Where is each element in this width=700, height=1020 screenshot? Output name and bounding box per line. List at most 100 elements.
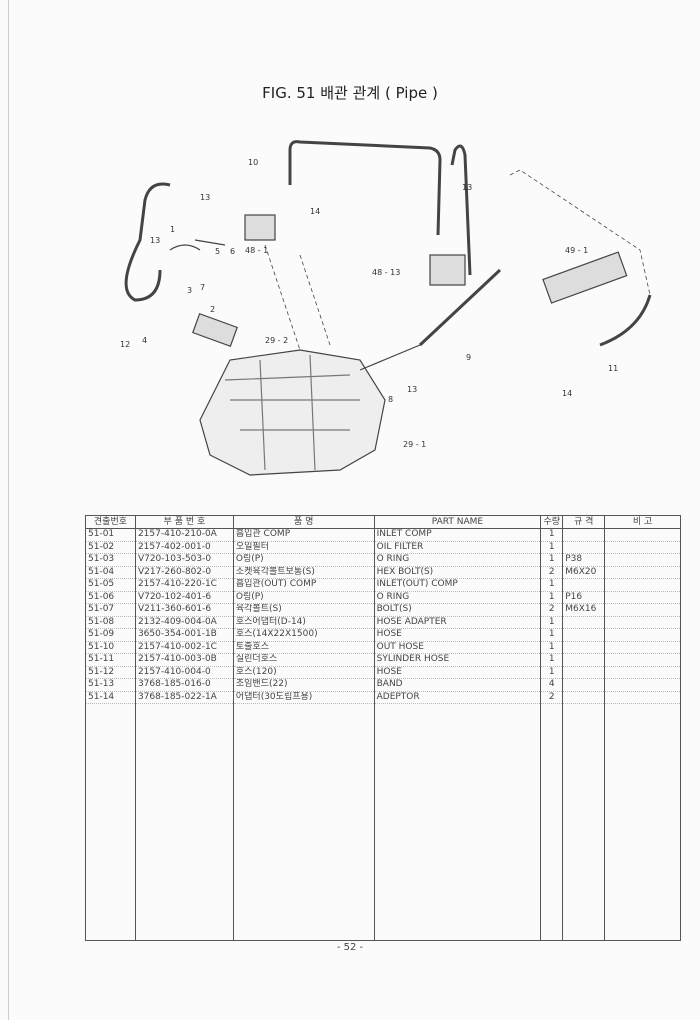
label-11: 11 — [608, 364, 618, 373]
label-9: 9 — [466, 353, 471, 362]
cell-spec: P38 — [562, 553, 606, 567]
cell-qty: 1 — [540, 641, 564, 654]
cell-ref-no: 51-14 — [85, 691, 136, 704]
cell-remarks — [604, 603, 681, 617]
hose-12 — [124, 182, 171, 302]
cell-part-no: 2157-410-004-0 — [134, 666, 234, 679]
cell-part-no: 2157-402-001-0 — [134, 541, 234, 554]
header-name-kr: 품 명 — [232, 515, 375, 529]
cell-qty: 1 — [540, 528, 564, 542]
cell-name-kr: 실린더호스 — [232, 653, 375, 667]
cell-ref-no: 51-11 — [85, 653, 136, 667]
figure-title: FIG. 51 배관 관계 ( Pipe ) — [262, 84, 438, 102]
cell-part-name: OIL FILTER — [373, 541, 542, 554]
label-6: 6 — [230, 247, 235, 256]
cell-name-kr: 호스(120) — [232, 666, 375, 679]
parts-table: 견출번호 부 품 번 호 품 명 PART NAME 수량 규 격 비 고 51… — [85, 515, 681, 941]
cell-spec — [562, 666, 606, 679]
cell-qty: 1 — [540, 541, 564, 554]
empty-cell — [562, 703, 606, 941]
cell-spec: M6X20 — [562, 566, 606, 579]
header-remarks: 비 고 — [604, 515, 681, 529]
cell-name-kr: 조임밴드(22) — [232, 678, 375, 692]
cell-ref-no: 51-12 — [85, 666, 136, 679]
scan-edge-line — [8, 0, 9, 1020]
label-5: 5 — [215, 247, 220, 256]
label-13: 13 — [200, 193, 210, 202]
cell-qty: 1 — [540, 628, 564, 642]
empty-cell — [540, 703, 564, 941]
label-3: 3 — [187, 286, 192, 295]
label-12: 12 — [120, 340, 130, 349]
cell-name-kr: 흡입관(OUT) COMP — [232, 578, 375, 592]
cell-part-no: 3650-354-001-1B — [134, 628, 234, 642]
header-part-name: PART NAME — [373, 515, 542, 529]
cell-qty: 1 — [540, 666, 564, 679]
cell-part-name: BOLT(S) — [373, 603, 542, 617]
cell-ref-no: 51-02 — [85, 541, 136, 554]
cell-remarks — [604, 541, 681, 554]
header-ref-no: 견출번호 — [85, 515, 136, 529]
cell-remarks — [604, 566, 681, 579]
label-13: 13 — [462, 183, 472, 192]
cell-spec — [562, 616, 606, 629]
engine-block — [199, 349, 386, 476]
cell-part-name: HEX BOLT(S) — [373, 566, 542, 579]
cell-ref-no: 51-04 — [85, 566, 136, 579]
empty-cell — [134, 703, 234, 941]
empty-cell — [85, 703, 136, 941]
cell-qty: 4 — [540, 678, 564, 692]
cell-remarks — [604, 666, 681, 679]
cell-ref-no: 51-08 — [85, 616, 136, 629]
label-4: 4 — [142, 336, 147, 345]
cell-ref-no: 51-03 — [85, 553, 136, 567]
cell-spec — [562, 678, 606, 692]
cell-spec — [562, 641, 606, 654]
table-header: 견출번호 부 품 번 호 품 명 PART NAME 수량 규 격 비 고 — [85, 515, 681, 529]
cell-part-no: V211-360-601-6 — [134, 603, 234, 617]
cell-spec — [562, 653, 606, 667]
cell-spec — [562, 628, 606, 642]
cell-part-no: V720-103-503-0 — [134, 553, 234, 567]
cell-remarks — [604, 616, 681, 629]
cell-ref-no: 51-09 — [85, 628, 136, 642]
label-13: 13 — [150, 236, 160, 245]
cell-part-name: O RING — [373, 553, 542, 567]
cell-part-name: HOSE ADAPTER — [373, 616, 542, 629]
cell-remarks — [604, 528, 681, 542]
cell-part-no: 3768-185-022-1A — [134, 691, 234, 704]
cell-spec — [562, 541, 606, 554]
cell-ref-no: 51-10 — [85, 641, 136, 654]
cell-part-no: 2157-410-003-0B — [134, 653, 234, 667]
inlet-comp-48-1 — [244, 214, 276, 241]
cell-qty: 1 — [540, 616, 564, 629]
cell-remarks — [604, 691, 681, 704]
hose-10 — [288, 140, 442, 236]
cell-name-kr: 토출호스 — [232, 641, 375, 654]
label-2: 2 — [210, 305, 215, 314]
pipe-assembly-diagram: 10 13 14 13 1 13 3 5 6 7 48 - 1 48 - 13 … — [120, 140, 652, 476]
cell-name-kr: 어댑터(30도립프용) — [232, 691, 375, 704]
label-29-2: 29 - 2 — [265, 336, 288, 345]
cell-part-no: 2157-410-210-0A — [134, 528, 234, 542]
cell-remarks — [604, 578, 681, 592]
cell-name-kr: 호스(14X22X1500) — [232, 628, 375, 642]
cell-qty: 1 — [540, 591, 564, 604]
cell-name-kr: 호스어댑터(D-14) — [232, 616, 375, 629]
cell-part-no: 3768-185-016-0 — [134, 678, 234, 692]
cell-spec — [562, 578, 606, 592]
cell-qty: 2 — [540, 566, 564, 579]
empty-rows — [85, 703, 681, 941]
cell-qty: 1 — [540, 553, 564, 567]
cell-remarks — [604, 653, 681, 667]
cell-ref-no: 51-05 — [85, 578, 136, 592]
cell-spec — [562, 528, 606, 542]
